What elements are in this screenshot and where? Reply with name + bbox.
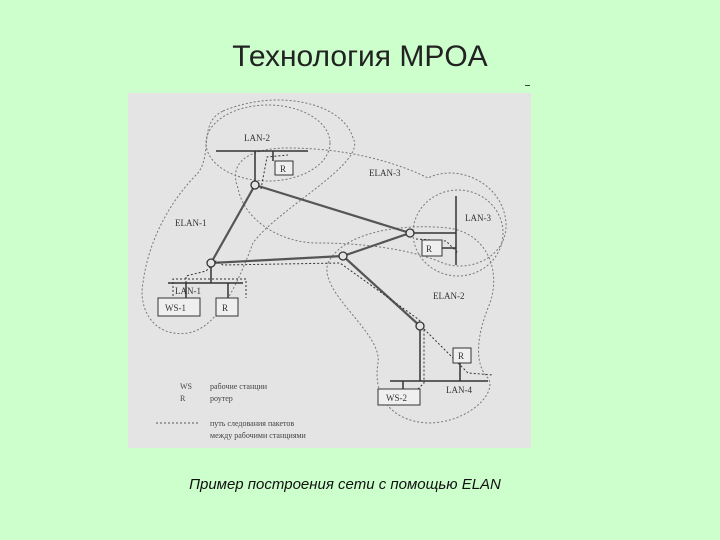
- router-label-lan3: R: [426, 244, 432, 254]
- slide-title: Технология MPOA: [232, 40, 488, 73]
- link-sw2-sw1: [210, 184, 256, 264]
- legend-path-text-2: между рабочими станциями: [210, 431, 307, 440]
- lan-3-zone: [412, 189, 504, 277]
- network-diagram-svg: LAN-2 ELAN-3 ELAN-1 LAN-3 LAN-1 ELAN-2 L…: [141, 99, 507, 440]
- link-swc-sw3: [342, 231, 411, 258]
- router-label-lan4: R: [458, 351, 464, 361]
- packet-path: [185, 260, 425, 390]
- lan-3-label: LAN-3: [465, 213, 491, 223]
- lan-4-label: LAN-4: [446, 385, 472, 395]
- elan-2-boundary: [326, 226, 495, 424]
- lan-1-label: LAN-1: [175, 286, 201, 296]
- router-label-lan2: R: [280, 164, 286, 174]
- router-box-lan1: [215, 297, 239, 317]
- elan-3-boundary: [235, 147, 507, 267]
- legend-path-text-1: путь следования пакетов: [210, 419, 294, 428]
- ws1-box: [157, 297, 201, 317]
- link-swc-sw4: [342, 255, 421, 327]
- corner-mark: [525, 85, 530, 86]
- legend-r-key: R: [180, 394, 186, 403]
- lan-2-label: LAN-2: [244, 133, 270, 143]
- elan-2-label: ELAN-2: [433, 291, 465, 301]
- switch-node-lan3: [405, 228, 415, 238]
- elan-1-boundary: [141, 99, 356, 334]
- figure-caption: Пример построения сети с помощью ELAN: [189, 476, 501, 493]
- router-label-lan1: R: [222, 303, 228, 313]
- ws2-label: WS-2: [386, 393, 407, 403]
- elan-3-label: ELAN-3: [369, 168, 401, 178]
- legend-ws-key: WS: [180, 382, 192, 391]
- router-box-lan4: [452, 347, 472, 364]
- legend-r-text: роутер: [210, 394, 233, 403]
- router-box-lan2: [274, 160, 294, 176]
- legend-ws-text: рабочие станции: [210, 382, 268, 391]
- lan-2-zone: [205, 104, 331, 182]
- link-sw1-swc: [210, 254, 344, 265]
- elan-1-label: ELAN-1: [175, 218, 207, 228]
- network-diagram: LAN-2 ELAN-3 ELAN-1 LAN-3 LAN-1 ELAN-2 L…: [128, 93, 531, 448]
- switch-node-lan1: [206, 258, 216, 268]
- switch-node-lan4: [415, 321, 425, 331]
- ws2-box: [377, 388, 421, 406]
- switch-node-lan2: [250, 180, 260, 190]
- switch-node-center: [338, 251, 348, 261]
- ws1-label: WS-1: [165, 303, 186, 313]
- link-sw2-sw3: [254, 183, 411, 235]
- router-box-lan3: [421, 239, 443, 257]
